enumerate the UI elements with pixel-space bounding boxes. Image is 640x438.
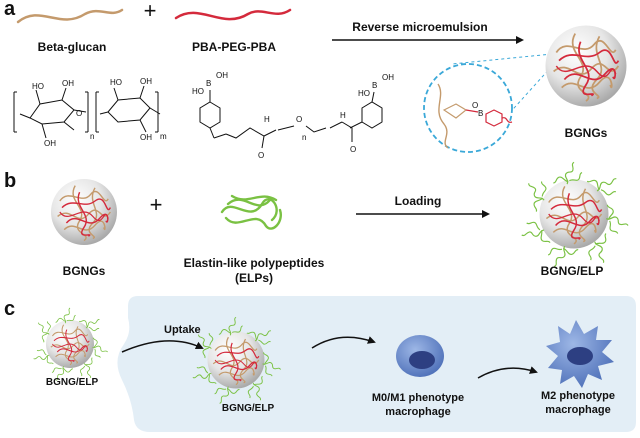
pba-peg-pba-labels: B HO OH O H O n H O B HO OH (192, 71, 394, 160)
subscript-n: n (302, 133, 306, 142)
oh-label: OH (382, 73, 394, 82)
boron-label: B (372, 81, 377, 90)
boron-label: B (478, 109, 483, 118)
bgng-elp-label: BGNG/ELP (45, 377, 99, 388)
uptake-label: Uptake (164, 324, 201, 336)
ho-label: HO (192, 87, 204, 96)
panel-c (31, 296, 637, 432)
bgngs-label: BGNGs (564, 126, 608, 140)
pba-peg-pba-label: PBA-PEG-PBA (191, 40, 277, 54)
polarization-arrow (311, 336, 376, 349)
m2-label-line1: M2 phenotype (541, 390, 615, 402)
m2-label-line2: macrophage (545, 404, 611, 416)
h-label: H (340, 111, 346, 120)
subscript-n: n (90, 132, 94, 141)
crosslink-zoom-callout: O B (423, 53, 553, 153)
elp-chain-icon (220, 194, 282, 230)
uptake-arrow (121, 340, 204, 353)
bgng-elp-internal-label: BGNG/ELP (221, 403, 275, 414)
panel-b (51, 162, 628, 270)
ho-label: HO (110, 78, 122, 87)
o-label: O (350, 145, 356, 154)
plus-sign: + (149, 192, 163, 217)
cell-region (117, 296, 637, 432)
ho-label: HO (32, 82, 44, 91)
bgng-nanogel-icon (51, 179, 117, 245)
beta-glucan-chain-icon (16, 8, 124, 24)
oh-label: OH (140, 77, 152, 86)
o-label: O (296, 115, 302, 124)
m2-macrophage-icon (546, 320, 614, 388)
bgng-elp-label: BGNG/ELP (540, 264, 604, 278)
oh-label: OH (44, 139, 56, 148)
elp-label-line2: (ELPs) (234, 271, 274, 285)
pba-peg-pba-structure (199, 90, 383, 149)
repolarization-arrow (477, 366, 538, 379)
o-label: O (472, 101, 478, 110)
bgngs-label: BGNGs (62, 264, 106, 278)
panel-label-b: b (4, 170, 17, 192)
o-label: O (76, 109, 82, 118)
ho-label: HO (358, 89, 370, 98)
h-label: H (264, 115, 270, 124)
reverse-microemulsion-label: Reverse microemulsion (352, 20, 488, 34)
bgng-elp-icon (31, 308, 108, 383)
boron-label: B (206, 79, 211, 88)
oh-label: OH (62, 79, 74, 88)
beta-glucan-label: Beta-glucan (37, 40, 107, 54)
o-label: O (258, 151, 264, 160)
beta-glucan-labels: HO OH O OH n HO OH OH m (32, 77, 167, 148)
pba-peg-pba-chain-icon (174, 8, 292, 21)
oh-label: OH (140, 133, 152, 142)
panel-a: HO OH O OH n HO OH OH m B (13, 8, 627, 160)
plus-sign: + (143, 0, 157, 23)
m0-m1-label-line2: macrophage (385, 406, 451, 418)
beta-glucan-structure (13, 85, 161, 139)
bgng-elp-icon (518, 162, 628, 270)
oh-label: OH (216, 71, 228, 80)
bgng-nanogel-icon (546, 26, 627, 107)
m0-m1-label-line1: M0/M1 phenotype (371, 392, 465, 404)
subscript-m: m (160, 132, 167, 141)
panel-label-a: a (4, 0, 16, 20)
loading-label: Loading (394, 194, 442, 208)
m0-m1-macrophage-icon (396, 335, 444, 377)
panel-label-c: c (4, 298, 16, 320)
elp-label-line1: Elastin-like polypeptides (183, 256, 325, 270)
